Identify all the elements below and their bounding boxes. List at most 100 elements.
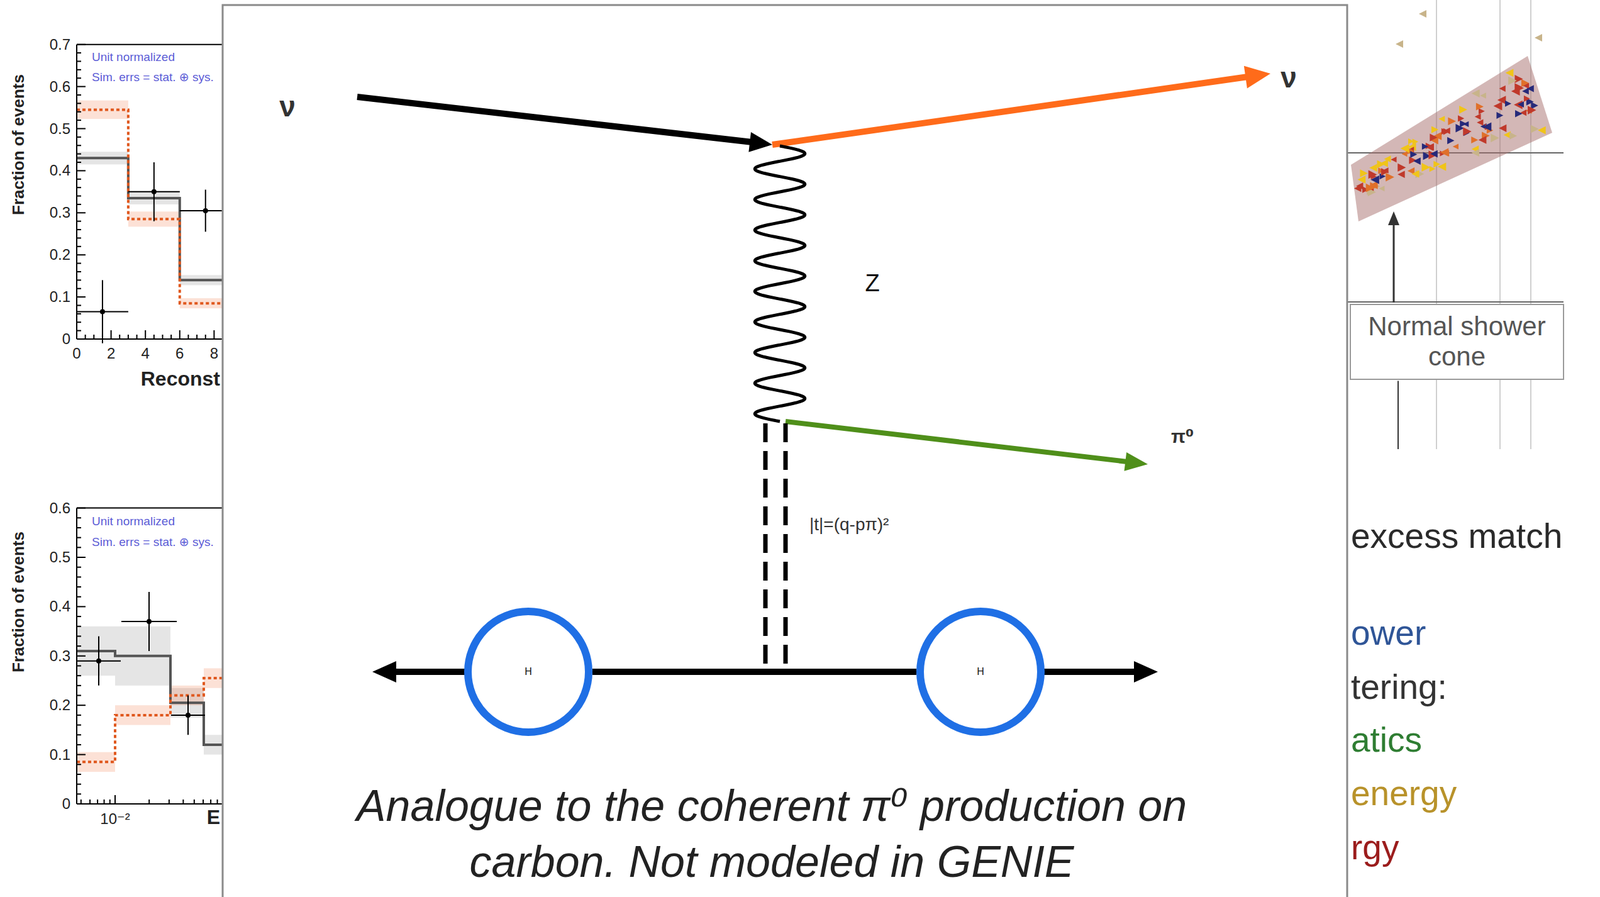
hit-marker — [1498, 124, 1507, 133]
grid-line — [1435, 0, 1438, 450]
particle-label: Z — [864, 270, 880, 297]
axis-line — [76, 507, 223, 509]
formula-label: |t|=(q-pπ)² — [809, 515, 889, 535]
feynman-diagram — [357, 66, 1271, 683]
hit-marker — [1431, 126, 1439, 134]
tick — [76, 714, 82, 716]
hit-marker — [1411, 170, 1420, 178]
hit-marker — [1514, 74, 1523, 84]
hit-marker — [1447, 137, 1455, 145]
tick-label: 2 — [106, 345, 116, 362]
pointer-line — [1393, 223, 1395, 303]
hit-marker — [1421, 162, 1431, 172]
tick — [76, 102, 82, 104]
tick — [187, 334, 189, 339]
hit-marker — [1517, 101, 1524, 108]
hit-marker — [1426, 143, 1434, 151]
tick — [76, 625, 82, 628]
z-boson — [754, 145, 806, 422]
pointer-head — [1388, 211, 1400, 226]
tick — [76, 773, 82, 775]
tick — [170, 334, 172, 339]
axis-title: Fraction of events — [9, 531, 28, 673]
tick — [196, 334, 198, 339]
tick — [210, 799, 212, 804]
hit-marker — [1368, 170, 1378, 180]
tick — [76, 86, 86, 88]
tick — [76, 153, 82, 155]
tick — [76, 178, 82, 180]
tick — [103, 799, 106, 804]
hit-marker — [1401, 150, 1408, 157]
tick — [76, 169, 86, 172]
tick — [76, 60, 82, 62]
hit-marker — [1400, 144, 1410, 153]
hit-marker — [1390, 156, 1397, 163]
tick — [76, 161, 82, 163]
tick — [76, 596, 82, 598]
bullet-text: excess match — [1350, 516, 1563, 556]
tick — [179, 330, 181, 339]
tick — [144, 330, 146, 339]
histogram-line — [76, 109, 223, 304]
tick — [76, 111, 82, 113]
hit-marker — [1471, 89, 1480, 98]
tick — [76, 220, 82, 223]
tick — [76, 313, 82, 315]
hit-marker — [1357, 175, 1367, 184]
tick — [93, 334, 95, 339]
tick — [213, 330, 215, 339]
tick — [76, 527, 82, 529]
hit-marker — [1493, 101, 1503, 111]
tick-label: 0.3 — [49, 647, 71, 665]
nucleus-circle: H — [464, 607, 593, 736]
tick-label: 0.5 — [49, 549, 71, 566]
data-point — [96, 658, 102, 664]
tick — [76, 228, 82, 231]
tick — [193, 799, 195, 804]
particle-label: π⁰ — [1171, 425, 1194, 447]
tick — [76, 271, 82, 273]
shower-cone — [1350, 55, 1553, 222]
hit-marker — [1478, 108, 1485, 115]
histogram-line — [76, 677, 223, 762]
hit-marker — [1422, 143, 1429, 150]
nucleus-line — [1040, 668, 1139, 675]
tick — [101, 334, 104, 339]
hit-marker — [1429, 133, 1438, 141]
hit-marker — [1490, 133, 1500, 143]
tick-label: 8 — [210, 345, 219, 362]
hit-marker — [1359, 169, 1368, 177]
tick — [96, 799, 99, 804]
hit-marker — [1369, 163, 1377, 172]
tick — [76, 724, 82, 726]
chart-note: Sim. errs = stat. ⊕ sys. — [91, 71, 214, 85]
tick — [182, 799, 184, 804]
hit-marker — [1398, 164, 1406, 172]
tick — [76, 635, 82, 637]
tick — [76, 615, 82, 617]
hit-marker — [1418, 10, 1427, 18]
bullet-text: atics — [1350, 720, 1423, 760]
tick — [76, 262, 82, 265]
data-point — [203, 208, 209, 214]
hit-marker — [1471, 149, 1480, 157]
hit-marker — [1499, 85, 1506, 92]
tick — [76, 288, 82, 290]
hit-marker — [1530, 101, 1538, 109]
tick — [162, 334, 164, 339]
tick-label: 0.4 — [49, 162, 71, 179]
tick — [202, 799, 204, 804]
detector-line — [1347, 301, 1564, 303]
tick — [76, 694, 82, 697]
tick — [168, 799, 170, 804]
tick — [76, 674, 82, 677]
hit-marker — [1530, 125, 1539, 134]
hit-marker — [1412, 138, 1419, 145]
hit-marker — [1438, 115, 1445, 123]
chart — [76, 508, 223, 804]
tick — [114, 794, 116, 804]
axis-line — [76, 44, 78, 339]
caption: Analogue to the coherent π⁰ production o… — [281, 777, 1263, 890]
